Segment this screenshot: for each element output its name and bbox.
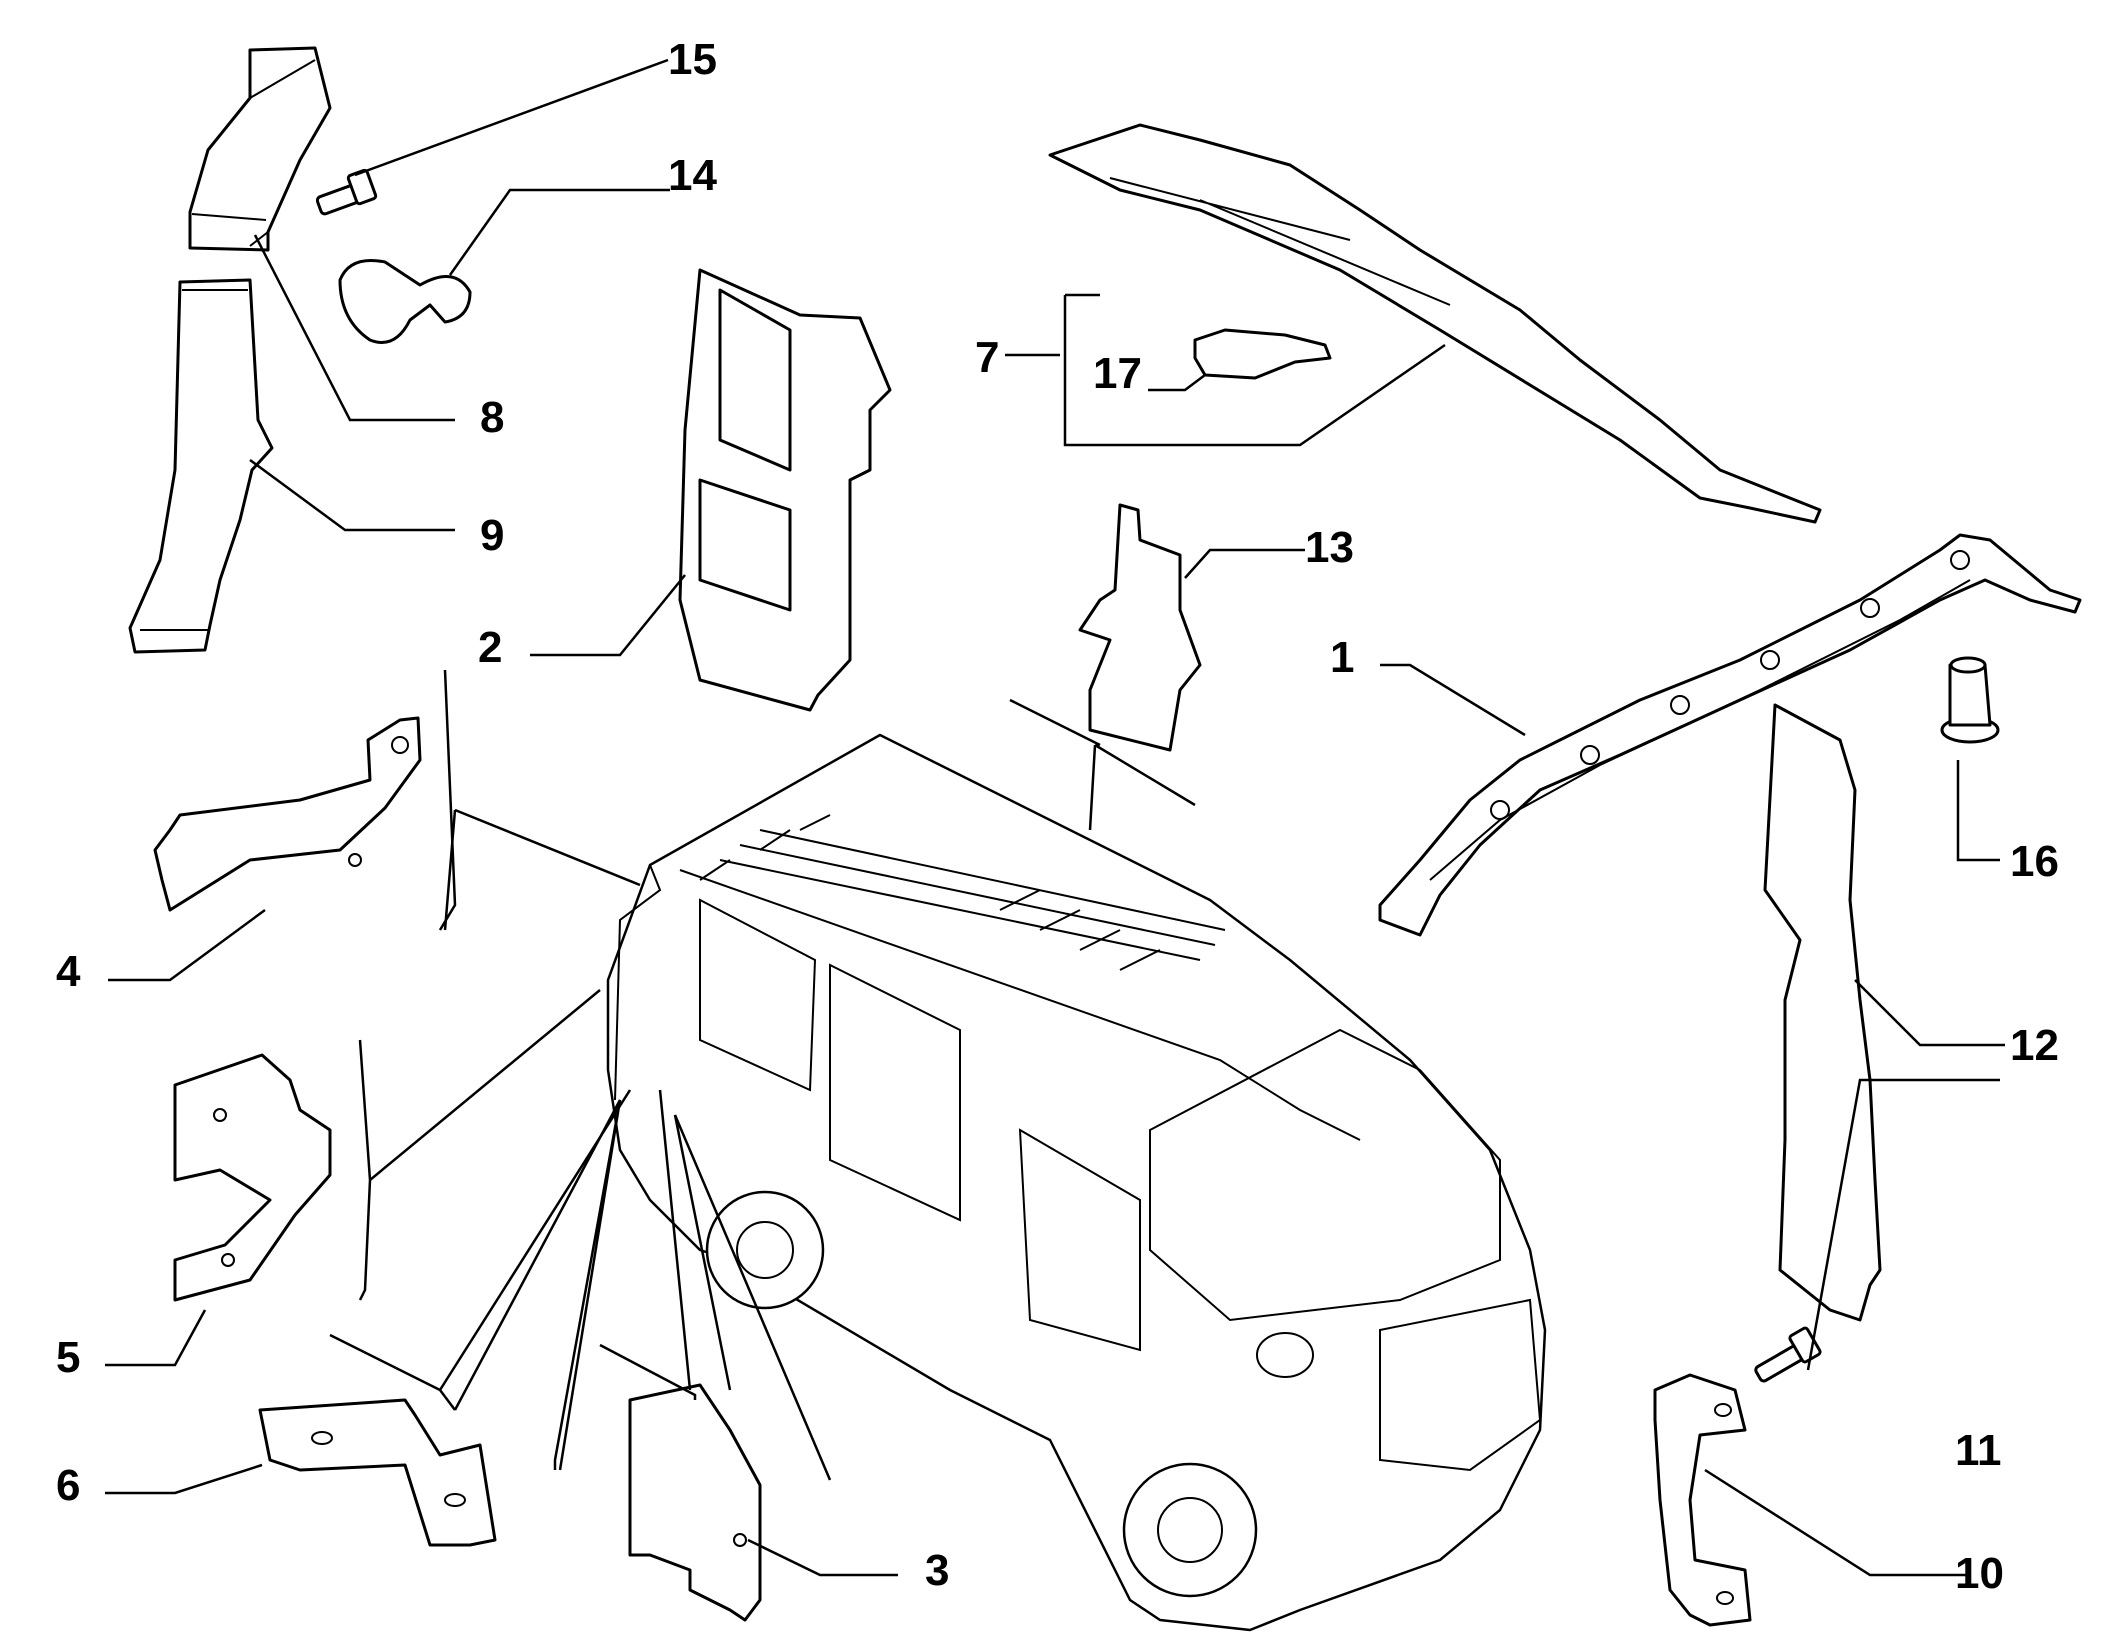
part-15-bolt (315, 168, 378, 216)
callout-13: 13 (1305, 523, 1354, 572)
part-5-bracket (173, 1053, 332, 1302)
callout-8: 8 (480, 393, 504, 442)
callout-10: 10 (1955, 1549, 2004, 1598)
part-2-pillar-panel (678, 268, 892, 712)
callout-labels: 15 14 8 9 2 7 17 13 1 16 12 11 10 4 5 6 … (56, 35, 2059, 1598)
part-14-clip (338, 259, 472, 344)
part-9-vertical-duct (128, 278, 274, 654)
callout-12: 12 (2010, 1021, 2059, 1070)
part-17-small-bracket (1193, 328, 1332, 380)
van-body (606, 733, 1547, 1632)
callout-4: 4 (56, 947, 81, 996)
part-4-bracket (153, 716, 422, 912)
part-10-grab-handle (1653, 1373, 1752, 1627)
callout-16: 16 (2010, 837, 2059, 886)
callout-17: 17 (1093, 349, 1142, 398)
callout-11: 11 (1955, 1426, 2002, 1475)
part-8-duct-elbow (188, 46, 332, 252)
part-7-upper-rail (1048, 123, 1822, 524)
roof-bow-holes (1490, 550, 1970, 820)
callout-9: 9 (480, 511, 504, 560)
part-11-bolt (1754, 1326, 1822, 1383)
callout-2: 2 (478, 623, 502, 672)
callout-1: 1 (1330, 633, 1354, 682)
callout-6: 6 (56, 1461, 80, 1510)
part-3-bracket (628, 1383, 762, 1622)
callout-3: 3 (925, 1546, 949, 1595)
callout-5: 5 (56, 1333, 80, 1382)
callout-14: 14 (668, 151, 717, 200)
part-6-plate (258, 1398, 497, 1547)
part-1-roof-bow (1378, 533, 2082, 937)
part-16-push-clip (1940, 656, 2000, 744)
callout-7: 7 (975, 333, 999, 382)
callout-15: 15 (668, 35, 717, 84)
part-12-pillar-trim (1763, 703, 1882, 1322)
part-13-bracket (1078, 503, 1202, 752)
leader-lines (105, 58, 2005, 1577)
